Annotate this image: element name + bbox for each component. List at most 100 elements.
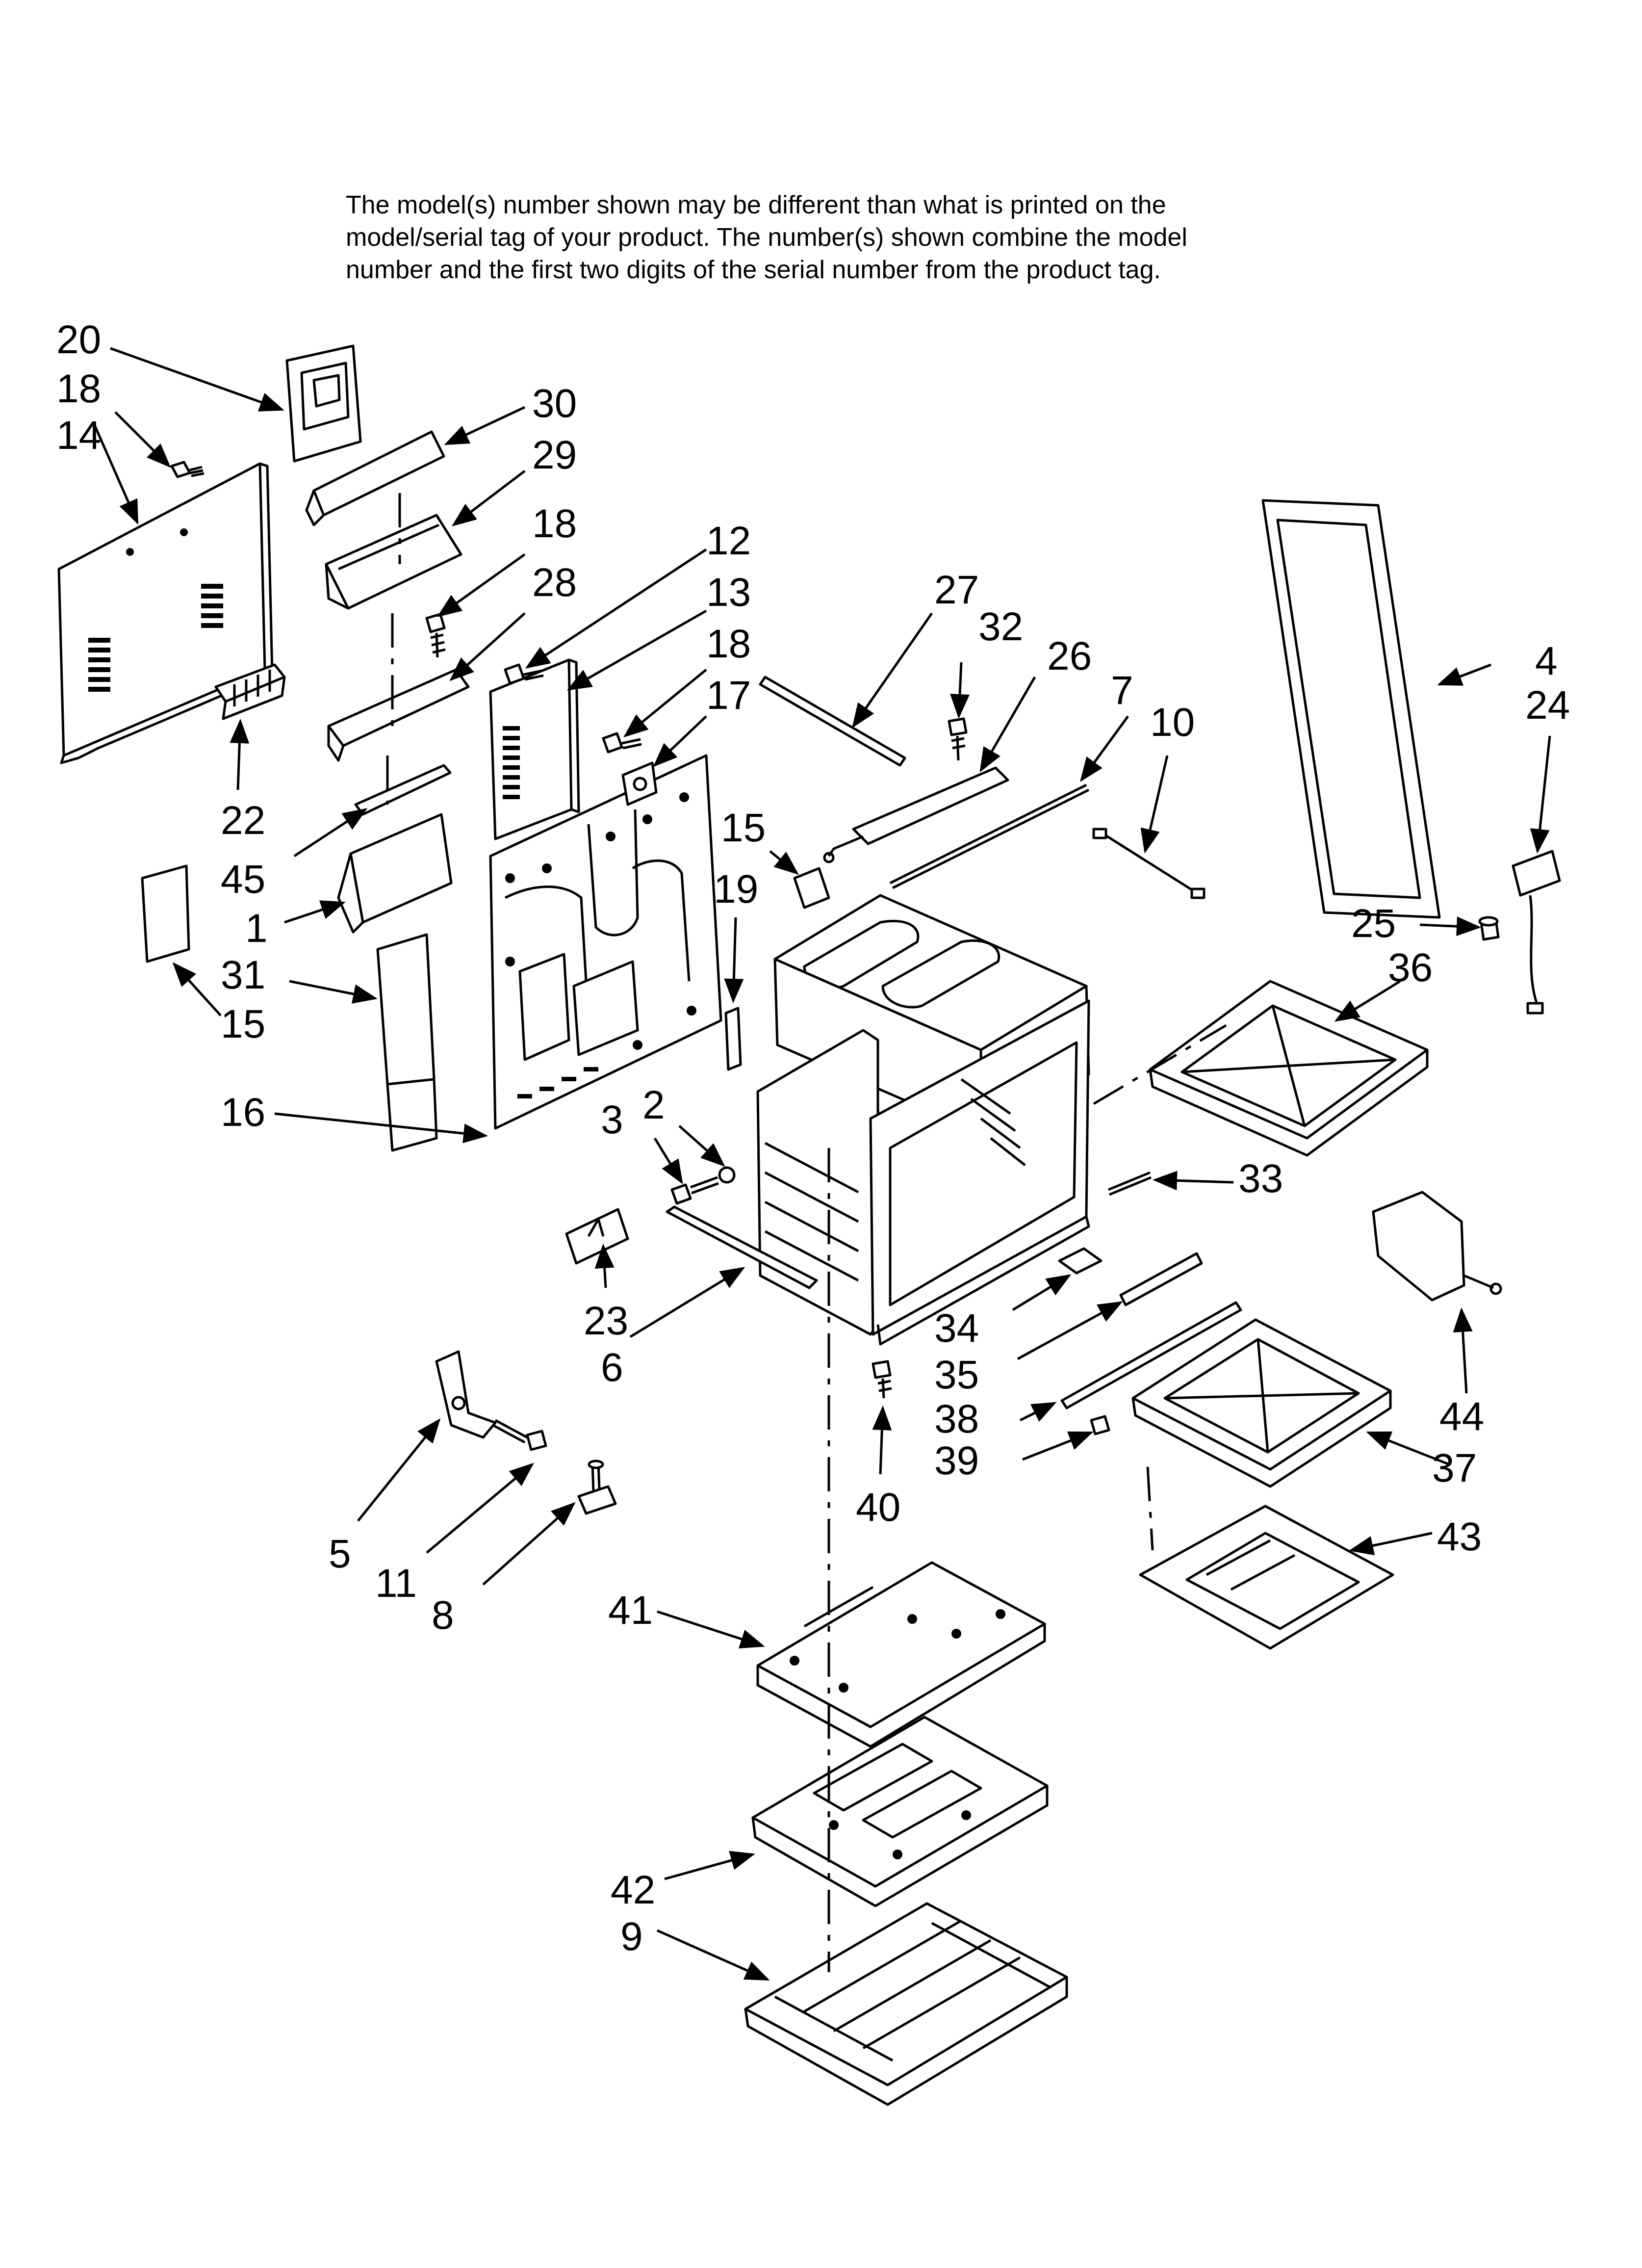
door-gasket-icon — [1261, 499, 1441, 919]
callout-18: 18 — [56, 366, 101, 411]
callout-16: 16 — [221, 1090, 265, 1135]
part-15-bracket-center — [793, 867, 830, 909]
part-6-trim-strip — [666, 1205, 818, 1289]
callout-29: 29 — [532, 433, 577, 477]
model-number-notice: The model(s) number shown may be differe… — [346, 189, 1376, 286]
callout-12: 12 — [706, 519, 751, 563]
callout-27: 27 — [934, 568, 979, 612]
callout-23: 23 — [584, 1299, 628, 1343]
callout-30: 30 — [532, 381, 577, 426]
callout-35: 35 — [934, 1353, 979, 1397]
part-17-sensor-plate — [621, 761, 658, 806]
part-14-side-panel — [57, 462, 274, 764]
screw-icon — [602, 732, 642, 754]
part-41-bottom-panel — [756, 1561, 1046, 1748]
callout-28: 28 — [532, 560, 577, 605]
callout-8: 8 — [432, 1593, 454, 1638]
screw-icon — [170, 461, 205, 478]
screw-icon — [670, 1166, 736, 1205]
callout-labels: 20 18 14 30 29 18 28 22 45 1 31 15 16 12… — [56, 317, 1570, 1959]
callout-18: 18 — [532, 501, 577, 546]
part-1-flue-duct — [337, 813, 453, 934]
callout-2: 2 — [642, 1083, 665, 1127]
screw-icon — [425, 613, 446, 658]
callout-36: 36 — [1388, 945, 1433, 990]
callout-18: 18 — [706, 622, 751, 666]
part-19-hinge-receptacle — [724, 1007, 742, 1071]
callout-37: 37 — [1432, 1446, 1477, 1490]
callout-7: 7 — [1111, 668, 1133, 713]
screw-icon — [948, 717, 968, 761]
callout-25: 25 — [1351, 901, 1396, 946]
part-34-pad — [1058, 1247, 1103, 1275]
callout-4: 4 — [1535, 639, 1558, 683]
notice-line-2: model/serial tag of your product. The nu… — [346, 223, 1187, 252]
screw-icon — [1090, 1415, 1110, 1435]
part-7-rod — [889, 783, 1090, 889]
callout-19: 19 — [714, 867, 758, 912]
part-30-vent-trim — [305, 430, 445, 526]
part-38-slide — [1060, 1301, 1242, 1409]
screw-icon — [492, 1419, 547, 1451]
screw-icon — [872, 1360, 892, 1399]
alignment-line — [1093, 1024, 1227, 1105]
part-5-leg-bracket — [435, 1350, 497, 1439]
part-9-base-frame — [744, 1902, 1068, 2106]
part-20-vent-bracket — [285, 344, 362, 463]
callout-14: 14 — [56, 413, 101, 458]
callout-33: 33 — [1238, 1156, 1283, 1201]
callout-41: 41 — [608, 1588, 653, 1633]
alignment-line — [386, 493, 401, 805]
part-24-control-box — [1512, 850, 1561, 1015]
notice-line-1: The model(s) number shown may be differe… — [346, 191, 1166, 219]
leveling-leg-icon — [577, 1460, 617, 1515]
part-10-wire — [1092, 828, 1206, 899]
callout-17: 17 — [706, 673, 751, 718]
part-15-bracket-left — [141, 864, 190, 963]
callout-1: 1 — [245, 906, 268, 951]
callout-40: 40 — [856, 1485, 900, 1530]
callout-11: 11 — [375, 1561, 417, 1606]
part-37-lower-tray — [1131, 1318, 1392, 1488]
part-27-top-rail — [759, 676, 906, 767]
part-35-rail — [1119, 1252, 1203, 1306]
callout-26: 26 — [1047, 634, 1092, 678]
callout-6: 6 — [601, 1345, 623, 1390]
screw-icon — [504, 663, 544, 685]
leader-lines — [92, 347, 1551, 1981]
part-28-duct-bracket — [327, 668, 470, 762]
callout-15: 15 — [221, 1002, 265, 1046]
callout-3: 3 — [601, 1097, 623, 1142]
callout-42: 42 — [611, 1868, 655, 1912]
part-31-exhaust-chute — [376, 933, 438, 1152]
callout-5: 5 — [329, 1532, 351, 1576]
part-36-upper-tray — [1149, 980, 1429, 1157]
oven-cavity-icon — [756, 894, 1090, 1346]
part-44-side-bracket — [1372, 1191, 1502, 1302]
part-33-rod — [1108, 1171, 1152, 1196]
part-12-heat-shield — [489, 658, 580, 840]
alignment-line — [1146, 1466, 1154, 1551]
callout-44: 44 — [1439, 1394, 1484, 1439]
callout-38: 38 — [934, 1397, 979, 1441]
callout-9: 9 — [620, 1914, 643, 1959]
callout-45: 45 — [221, 857, 265, 902]
part-45-strip — [354, 764, 452, 816]
callout-20: 20 — [56, 317, 101, 362]
part-23-bracket — [565, 1208, 629, 1265]
notice-line-3: number and the first two digits of the s… — [346, 256, 1161, 284]
callout-22: 22 — [221, 798, 265, 843]
callout-13: 13 — [706, 570, 751, 615]
callout-32: 32 — [978, 604, 1023, 649]
part-42-floor-panel — [751, 1716, 1049, 1907]
callout-39: 39 — [934, 1438, 979, 1483]
callout-43: 43 — [1437, 1514, 1482, 1559]
part-25-knob — [1478, 916, 1500, 941]
part-29-duct — [325, 514, 462, 610]
callout-24: 24 — [1525, 683, 1570, 728]
part-22-terminal-block — [214, 663, 286, 720]
callout-10: 10 — [1150, 700, 1195, 745]
part-43-drawer-pan — [1139, 1505, 1394, 1650]
callout-34: 34 — [934, 1306, 979, 1351]
